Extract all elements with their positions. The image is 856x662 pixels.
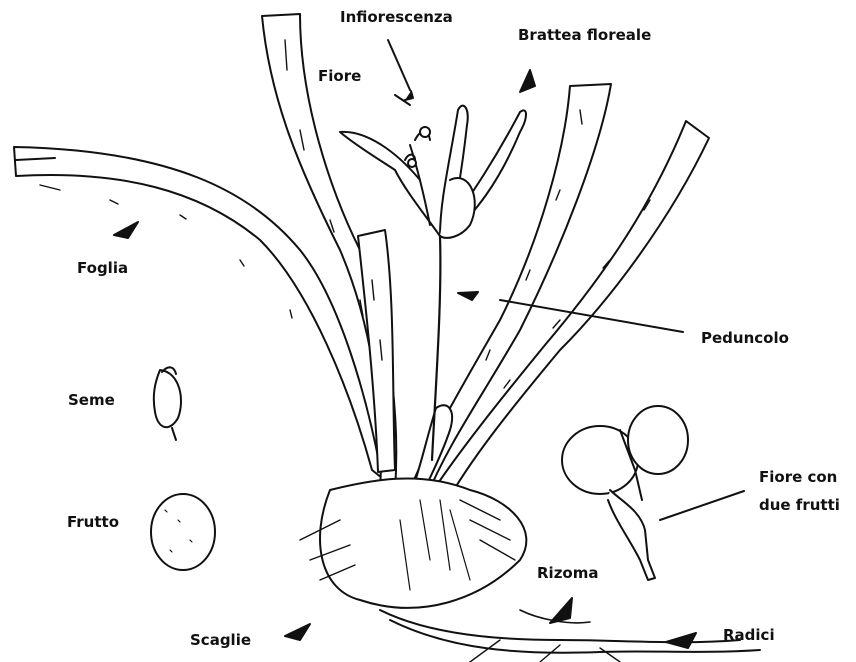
label-rizoma: Rizoma [537, 563, 598, 584]
radici-arrowhead [666, 633, 696, 648]
scaglie-arrowhead [285, 624, 310, 640]
foglia-arrowhead [114, 222, 138, 238]
inflorescence [340, 106, 526, 238]
label-frutto: Frutto [67, 512, 119, 533]
label-fiore: Fiore [318, 66, 361, 87]
label-seme: Seme [68, 390, 115, 411]
label-radici: Radici [723, 625, 775, 646]
label-fiore-con-due-frutti: Fiore con due frutti [759, 463, 840, 519]
peduncolo-arrowhead [458, 292, 478, 300]
flower-with-two-fruits [562, 406, 688, 580]
bract-arrowhead [520, 70, 535, 92]
label-fiore-con-due-frutti-line1: Fiore con [759, 463, 840, 491]
rizoma-arrowhead [550, 598, 572, 623]
label-brattea-floreale: Brattea floreale [518, 25, 651, 46]
inflorescence-pointer [388, 40, 410, 90]
label-peduncolo: Peduncolo [701, 328, 789, 349]
label-scaglie: Scaglie [190, 630, 251, 651]
seed [154, 367, 181, 440]
fruit [151, 494, 215, 570]
label-infiorescenza: Infiorescenza [340, 7, 453, 28]
rhizome [300, 478, 526, 607]
inflorescence-arrowhead [405, 91, 413, 100]
fiore-due-frutti-pointer [660, 491, 744, 520]
label-fiore-con-due-frutti-line2: due frutti [759, 491, 840, 519]
label-foglia: Foglia [77, 258, 128, 279]
